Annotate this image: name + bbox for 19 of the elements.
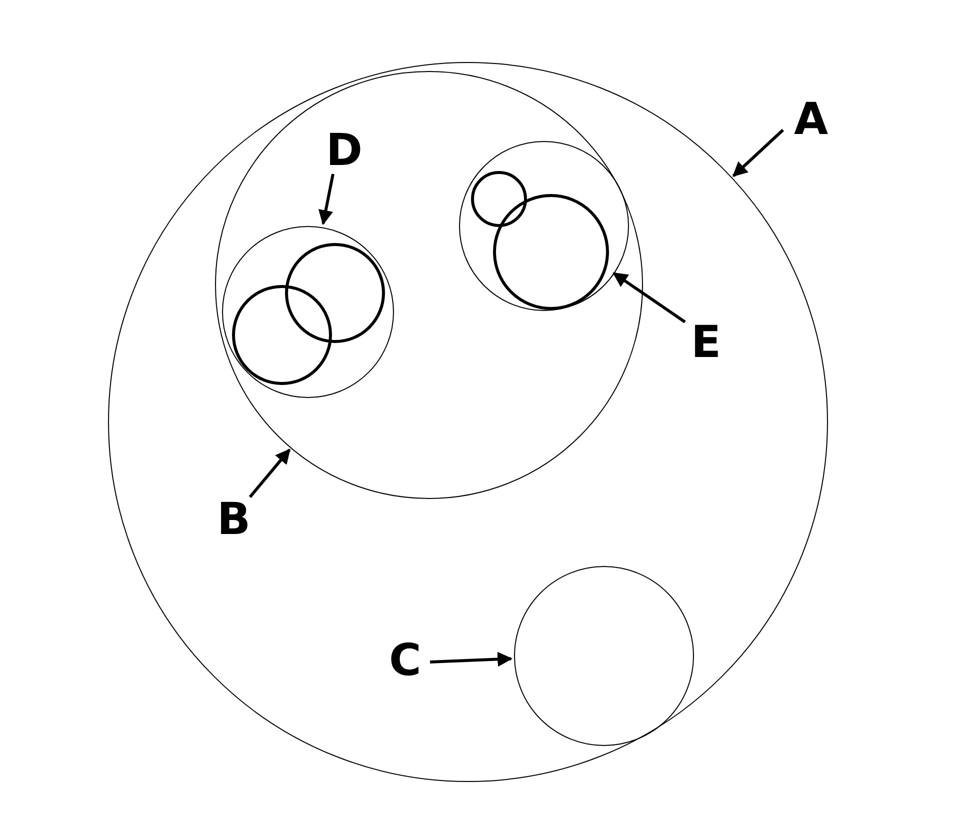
circle xyxy=(459,141,629,311)
circle xyxy=(232,285,332,385)
leader-arrow xyxy=(430,652,513,667)
callout-letter: C xyxy=(389,639,422,683)
circle xyxy=(285,243,385,343)
callout-letter: B xyxy=(217,498,251,542)
leader-arrow xyxy=(612,272,686,324)
circle xyxy=(215,71,643,499)
leader-arrow xyxy=(732,128,784,177)
circle xyxy=(222,226,394,398)
callout-letter: D xyxy=(326,129,363,173)
circle xyxy=(493,194,609,310)
circle xyxy=(471,171,527,227)
circle xyxy=(108,62,828,782)
leader-arrow xyxy=(248,448,291,498)
leader-arrow xyxy=(318,174,334,226)
callout-letter: E xyxy=(691,321,722,365)
circle xyxy=(514,566,694,746)
callout-letter: A xyxy=(794,98,828,142)
